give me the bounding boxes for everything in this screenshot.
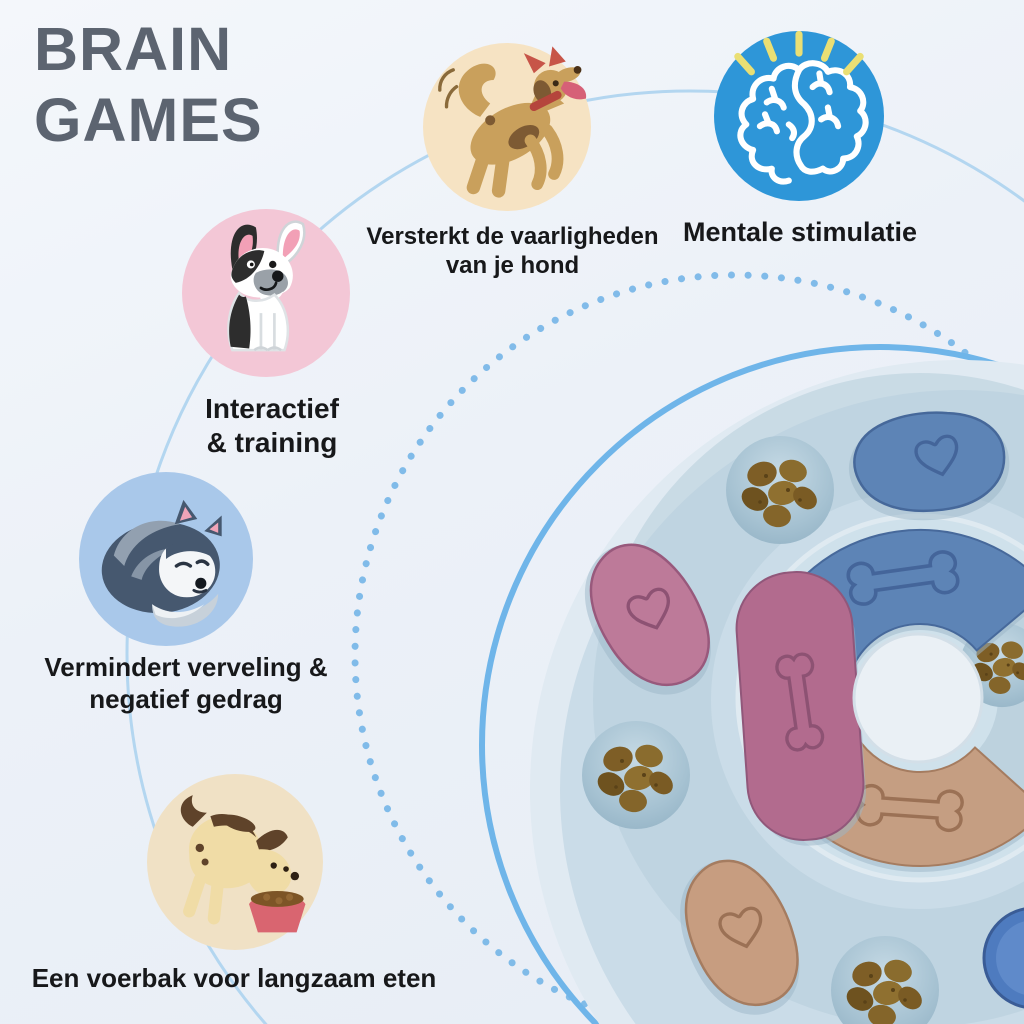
feature-label-mentale-stimulatie: Mentale stimulatie	[630, 216, 970, 249]
feature-circle-mentale-stimulatie	[714, 31, 884, 201]
label-line: Interactief	[205, 393, 339, 424]
pink-slider-bar	[735, 571, 866, 846]
kibble-well	[831, 936, 939, 1024]
feature-label-voerbak: Een voerbak voor langzaam eten	[8, 963, 460, 995]
feature-circle-verveling	[79, 472, 253, 646]
kibble-well	[726, 436, 834, 544]
feature-label-versterkt: Versterkt de vaarligheden van je hond	[330, 222, 695, 281]
feature-circle-versterkt	[423, 43, 591, 211]
feature-label-interactief: Interactief & training	[152, 392, 392, 460]
page-title: BRAIN GAMES	[34, 14, 263, 157]
brain-icon	[734, 31, 869, 185]
label-line: Een voerbak voor langzaam eten	[31, 963, 437, 993]
label-line: & training	[206, 427, 338, 459]
label-line: Vermindert verveling &	[44, 652, 328, 682]
feature-circle-interactief	[182, 209, 350, 377]
dog-eating-bowl-icon	[180, 795, 306, 933]
title-line-2: GAMES	[34, 86, 263, 155]
kibble-well	[582, 721, 690, 829]
solid-arc	[479, 344, 1024, 1024]
dotted-arc	[351, 271, 1024, 1024]
label-line: van je hond	[445, 252, 580, 280]
puzzle-feeder	[530, 360, 1024, 1024]
label-line: Versterkt de vaarligheden	[366, 223, 659, 250]
feature-label-verveling: Vermindert verveling & negatief gedrag	[21, 652, 351, 715]
label-line: negatief gedrag	[89, 683, 283, 714]
thin-arc	[125, 89, 1024, 1024]
title-line-1: BRAIN	[34, 15, 233, 83]
sleeping-husky-icon	[101, 499, 222, 627]
french-bulldog-icon	[227, 220, 306, 352]
label-line: Mentale stimulatie	[682, 217, 918, 247]
center-hub	[852, 632, 984, 764]
feature-circle-voerbak	[147, 774, 323, 950]
brain-rays	[734, 31, 864, 76]
jumping-dog-icon	[438, 46, 587, 198]
